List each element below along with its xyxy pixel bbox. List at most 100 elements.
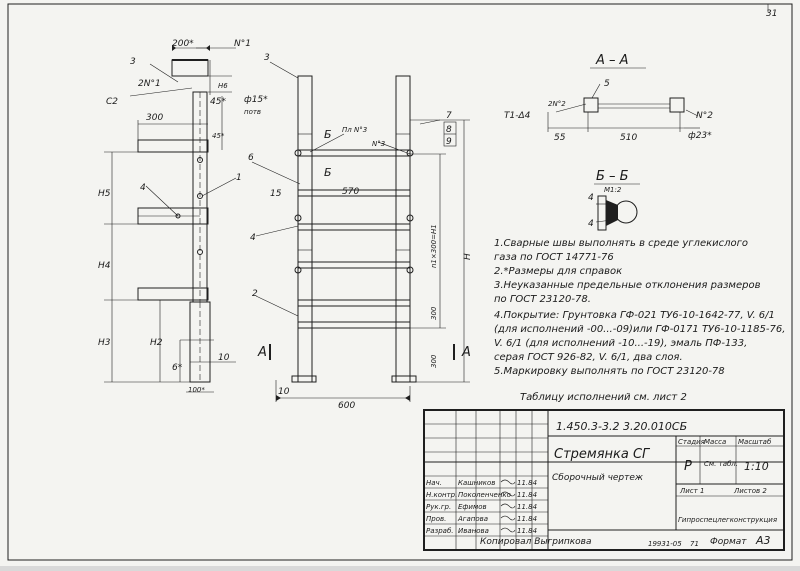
date-0: 11.84 [517,479,537,487]
section-bb-callout-4b: 4 [588,219,594,229]
section-bb-callout-4a: 4 [588,193,594,203]
name-3: Агапова [457,515,488,523]
dim-h3: H3 [98,338,111,348]
note-line-9: 5.Маркировку выполнять по ГОСТ 23120-78 [494,366,725,377]
dim-200: 200* [172,39,194,49]
dim-phi15: ф15* [244,95,268,105]
dim-45-b: 45* [212,132,225,140]
date-1: 11.84 [517,491,537,499]
scale-value: 1:10 [744,460,769,473]
section-aa-n2: N°2 [696,111,713,121]
dim-10-b: 10 [278,387,290,397]
callout-15: 15 [270,189,282,199]
inventory-number-2: 71 [690,540,699,548]
section-bb-title: Б – Б [596,169,629,184]
note-line-8: серая ГОСТ 926-82, V. 6/1, два слоя. [494,352,683,363]
note-line-4: по ГОСТ 23120-78. [494,294,591,305]
copied-by: Копировал Выгрипкова [480,537,592,547]
dim-h-total: H [463,253,473,260]
stage-value: Р [684,459,692,474]
front-view: 3 Б Пл N°3 N°3 7 8 9 6 Б 15 570 4 2 H n1… [248,53,473,411]
section-aa-title: A – A [595,53,629,68]
callout-7: 7 [446,111,452,121]
side-view: 200* N°1 3 H6 2N°1 C2 45* ф15* потв 300 … [98,39,271,394]
dim-300-b: 300 [430,306,438,320]
section-aa-phi23: ф23* [688,131,712,141]
table-reference: Таблицу исполнений см. лист 2 [520,391,687,403]
title-block: 1.450.3-3.2 3.20.010СБ Стремянка СГ Сбор… [423,409,785,551]
callout-n1: N°1 [234,39,251,49]
section-mark-a-right: A [461,345,471,360]
callout-3-mid: 3 [264,53,270,63]
callout-2: 2 [252,289,258,299]
callout-pl-n3: Пл N°3 [342,126,367,134]
header-scale: Масштаб [738,438,772,446]
signature-3 [500,515,516,521]
section-mark-b-mid: Б [324,166,332,179]
name-1: Поколенченко [458,491,511,499]
date-2: 11.84 [517,503,537,511]
section-bb-scale: М1:2 [604,186,622,194]
callout-c2: C2 [106,97,118,107]
dim-h6: H6 [218,82,228,90]
sheet-number: Лист 1 [679,487,704,495]
note-line-0: 1.Сварные швы выполнять в среде углекисл… [494,238,748,249]
section-aa-t1: T1-Δ4 [504,111,531,121]
dim-n1-300: n1×300=H1 [430,224,438,268]
callout-4-mid: 4 [250,233,256,243]
dim-300: 300 [146,113,163,123]
dim-45-a: 45* [210,97,226,107]
note-line-1: газа по ГОСТ 14771-76 [494,252,614,263]
section-aa-dim-510: 510 [620,133,637,143]
dim-h5: H5 [98,189,111,199]
note-line-3: 3.Неуказанные предельные отклонения разм… [494,280,761,291]
drawing-type: Сборочный чертеж [552,473,644,483]
signature-2 [500,503,516,509]
note-line-2: 2.*Размеры для справок [494,266,622,277]
role-1: Н.контр. [426,491,457,499]
role-3: Пров. [426,515,446,523]
format-value: А3 [755,534,771,547]
role-4: Разраб. [426,527,454,535]
outer-border [7,3,793,561]
section-mark-b-top: Б [324,128,332,141]
mass-value: См. табл. [704,460,738,468]
header-stage: Стадия [678,438,705,446]
role-0: Нач. [426,479,442,487]
dim-100: 100* [188,386,205,394]
callout-4: 4 [140,183,146,193]
callout-3-top: 3 [130,57,136,67]
name-0: Кашников [458,479,495,487]
section-mark-a-left: A [257,345,267,360]
callout-9: 9 [446,137,452,147]
date-4: 11.84 [517,527,537,535]
callout-2n1: 2N°1 [138,79,161,89]
section-a-a: A – A 5 T1-Δ4 2N°2 N°2 55 510 ф23* [504,53,713,143]
label-potv: потв [244,108,261,116]
organization: Гипроспецлегконструкция [678,516,777,524]
section-aa-dim-55: 55 [554,133,566,143]
dim-6: 6* [172,363,183,373]
role-2: Рук.гр. [426,503,451,511]
header-mass: Масса [704,438,726,446]
section-aa-2n2: 2N°2 [548,100,566,108]
signature-4 [500,527,516,533]
name-2: Ефимов [458,503,487,511]
doc-code: 1.450.3-3.2 3.20.010СБ [556,420,687,433]
dim-300-c: 300 [430,354,438,368]
section-aa-callout-5: 5 [604,79,610,89]
sheet-corner-number: 31 [766,9,777,19]
signature-0 [500,479,516,485]
inventory-number: 19931-05 [648,540,682,548]
dim-h4: H4 [98,261,111,271]
note-line-6: (для исполнений -00...-09)или ГФ-0171 ТУ… [494,324,785,335]
name-4: Иванова [458,527,489,535]
callout-1: 1 [236,173,242,183]
note-line-5: 4.Покрытие: Грунтовка ГФ-021 ТУ6-10-1642… [494,310,775,321]
date-3: 11.84 [517,515,537,523]
dim-h2: H2 [150,338,163,348]
dim-570: 570 [342,187,359,197]
sheets-total: Листов 2 [733,487,767,495]
